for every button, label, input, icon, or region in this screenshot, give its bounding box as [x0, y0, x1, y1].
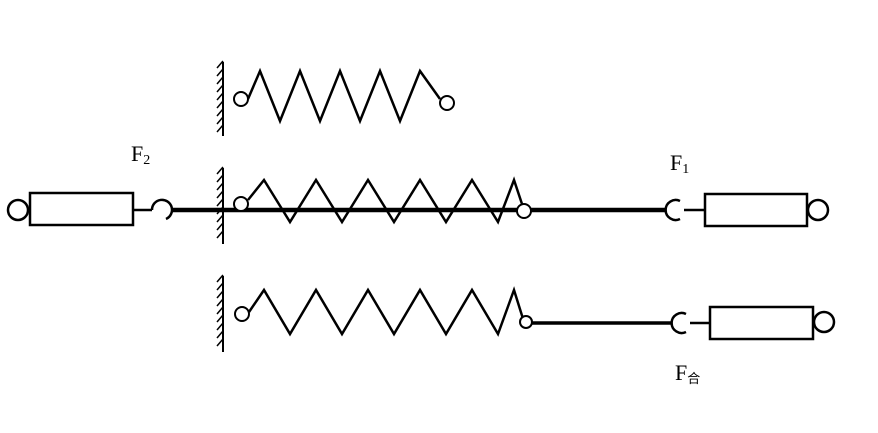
bottom-spring-right-ring [519, 315, 533, 329]
wall-hatch-mark [216, 182, 224, 191]
bottom-spring-balance [670, 305, 836, 341]
right-balance-ring [806, 198, 830, 222]
bottom-balance-hook [670, 311, 687, 335]
middle-spring-coil [247, 176, 526, 225]
top-wall-hatch [216, 60, 224, 133]
middle-spring-left-ring [233, 196, 249, 212]
top-spring-left-ring [233, 91, 249, 107]
left-balance-body [28, 191, 135, 227]
wall-hatch-mark [216, 314, 224, 323]
left-balance-hook [150, 198, 174, 221]
wall-hatch-mark [216, 330, 224, 339]
right-spring-balance [664, 192, 830, 228]
wall-hatch-mark [216, 290, 224, 299]
wall-hatch-mark [216, 92, 224, 101]
wall-hatch-mark [216, 230, 224, 239]
left-balance-ring [6, 198, 30, 222]
wall-hatch-mark [216, 298, 224, 307]
right-balance-body [703, 192, 809, 228]
top-spring-assembly [216, 60, 455, 136]
bottom-spring-coil [247, 286, 526, 337]
bottom-spring-left-ring [234, 306, 250, 322]
wall-hatch-mark [216, 68, 224, 77]
bottom-assembly [216, 274, 836, 352]
wall-hatch-mark [216, 76, 224, 85]
wall-hatch-mark [216, 108, 224, 117]
bottom-balance-ring [812, 310, 836, 334]
wall-hatch-mark [216, 174, 224, 183]
wall-hatch-mark [216, 190, 224, 199]
wall-hatch-mark [216, 60, 224, 69]
wall-hatch-mark [216, 84, 224, 93]
wall-hatch-mark [216, 322, 224, 331]
bottom-wall-hatch [216, 274, 224, 347]
top-spring-coil [246, 67, 442, 125]
wall-hatch-mark [216, 282, 224, 291]
wall-hatch-mark [216, 222, 224, 231]
wall-hatch-mark [216, 306, 224, 315]
wall-hatch-mark [216, 124, 224, 133]
middle-spring-right-ring [516, 203, 532, 219]
bottom-balance-body [708, 305, 815, 341]
top-spring-right-ring [439, 95, 455, 111]
label-f2: F2 [131, 141, 151, 168]
wall-hatch-mark [216, 274, 224, 283]
wall-hatch-mark [216, 166, 224, 175]
wall-hatch-mark [216, 116, 224, 125]
wall-hatch-mark [216, 100, 224, 109]
left-spring-balance [6, 191, 174, 227]
right-balance-hook [664, 198, 681, 222]
wall-hatch-mark [216, 198, 224, 207]
wall-hatch-mark [216, 338, 224, 347]
label-f-resultant: F合 [675, 360, 701, 387]
middle-assembly [6, 166, 830, 244]
label-f1: F1 [670, 150, 690, 177]
wall-hatch-mark [216, 214, 224, 223]
